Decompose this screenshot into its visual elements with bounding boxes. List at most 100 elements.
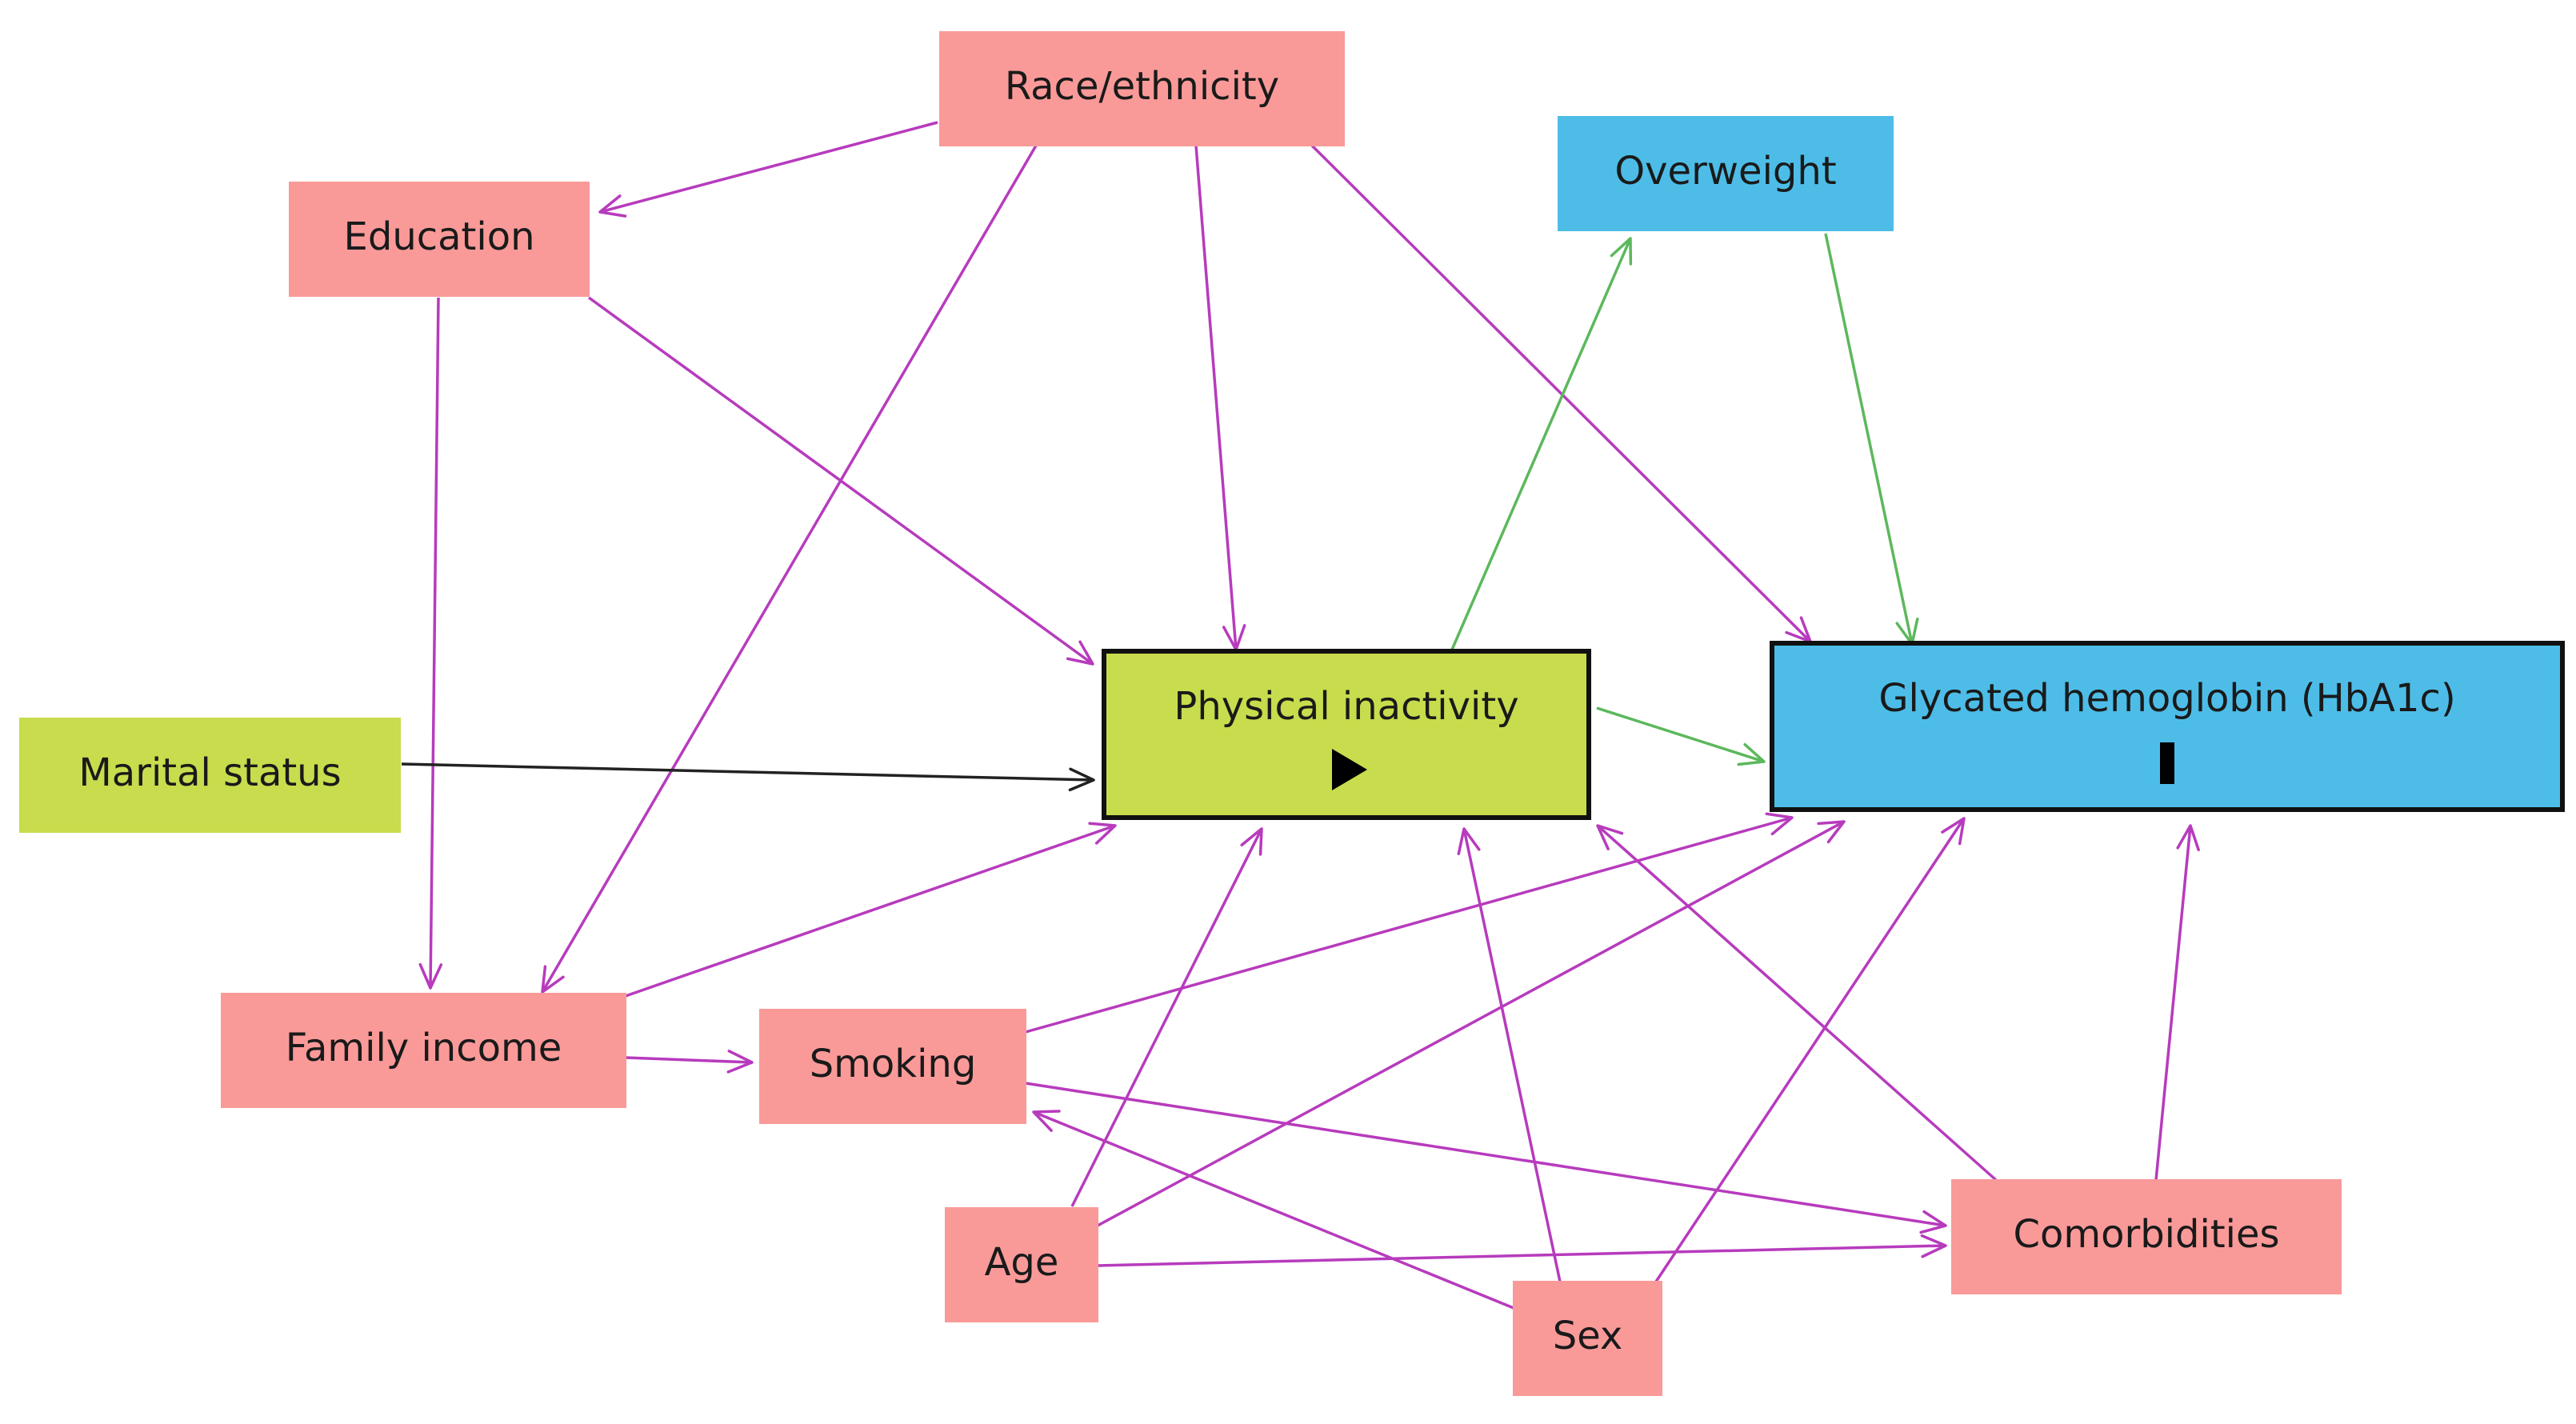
- arrow-line: [1824, 233, 1914, 645]
- node-box: [289, 182, 590, 297]
- edge-layer: [401, 121, 2200, 1310]
- arrow-income-to-smoking: [625, 1050, 754, 1074]
- node-box: [221, 993, 626, 1108]
- arrow-physical-to-overweight: [1450, 237, 1633, 650]
- arrow-sex-to-physical: [1457, 827, 1562, 1282]
- node-label: Education: [344, 214, 535, 259]
- arrow-line: [587, 296, 1094, 666]
- node-age: Age: [945, 1207, 1098, 1322]
- node-label: Race/ethnicity: [1005, 64, 1279, 109]
- arrow-income-to-physical: [625, 822, 1117, 998]
- arrow-sex-to-hba1c: [1654, 817, 1966, 1282]
- arrow-head-icon: [1068, 767, 1095, 792]
- arrow-head-icon: [1088, 822, 1117, 845]
- arrow-line: [1310, 144, 1812, 643]
- arrow-race-to-physical: [1194, 145, 1246, 651]
- arrow-line: [2154, 825, 2192, 1181]
- arrow-age-to-hba1c: [1097, 820, 1846, 1227]
- arrow-line: [1097, 1244, 1946, 1267]
- arrow-head-icon: [1610, 237, 1633, 266]
- arrow-head-icon: [1920, 1234, 1947, 1258]
- arrow-marital-to-physical: [401, 762, 1095, 792]
- arrow-comorbidities-to-hba1c: [2154, 824, 2200, 1181]
- arrow-head-icon: [1941, 817, 1966, 846]
- node-box: [19, 718, 401, 833]
- arrow-head-icon: [1765, 812, 1794, 836]
- arrow-line: [541, 145, 1038, 993]
- arrow-line: [1596, 706, 1765, 763]
- arrow-overweight-to-hba1c: [1824, 233, 1919, 646]
- arrow-head-icon: [598, 194, 627, 218]
- node-box: [939, 31, 1345, 146]
- arrow-comorbidities-to-physical: [1596, 824, 1998, 1182]
- node-label: Comorbidities: [2013, 1212, 2279, 1257]
- node-box: [1102, 649, 1591, 820]
- node-comorbidities: Comorbidities: [1951, 1179, 2342, 1294]
- arrow-age-to-physical: [1070, 827, 1263, 1207]
- node-label: Overweight: [1614, 149, 1836, 194]
- arrow-head-icon: [1596, 824, 1624, 850]
- node-box: [1951, 1179, 2342, 1294]
- arrow-line: [429, 297, 440, 989]
- arrow-line: [1194, 145, 1238, 650]
- node-label: Physical inactivity: [1174, 684, 1518, 729]
- node-box: [945, 1207, 1098, 1322]
- arrow-line: [1450, 238, 1632, 650]
- node-hba1c: Glycated hemoglobin (HbA1c): [1770, 641, 2565, 812]
- node-label: Family income: [286, 1026, 562, 1070]
- arrow-education-to-income: [418, 297, 443, 990]
- arrow-line: [1097, 820, 1845, 1227]
- arrow-head-icon: [418, 962, 443, 990]
- arrow-head-icon: [541, 965, 565, 994]
- arrow-sex-to-smoking: [1032, 1110, 1514, 1310]
- arrow-age-to-comorbidities: [1097, 1234, 1947, 1267]
- node-race: Race/ethnicity: [939, 31, 1345, 146]
- arrow-head-icon: [1240, 827, 1263, 856]
- node-label: Smoking: [810, 1042, 977, 1086]
- arrow-smoking-to-hba1c: [1025, 812, 1794, 1034]
- arrow-head-icon: [726, 1050, 754, 1074]
- node-education: Education: [289, 182, 590, 297]
- arrow-line: [599, 121, 938, 214]
- play-triangle-icon: [1332, 749, 1367, 790]
- arrow-line: [625, 1056, 753, 1064]
- vertical-bar-icon: [2160, 742, 2174, 784]
- node-box: [759, 1009, 1026, 1124]
- arrow-head-icon: [1066, 640, 1094, 666]
- arrow-head-icon: [2176, 824, 2200, 852]
- arrow-head-icon: [1817, 820, 1846, 844]
- node-physical: Physical inactivity: [1102, 649, 1591, 820]
- arrow-head-icon: [1737, 742, 1766, 766]
- arrow-education-to-physical: [587, 296, 1094, 666]
- arrow-smoking-to-comorbidities: [1025, 1082, 1947, 1234]
- node-sex: Sex: [1513, 1281, 1662, 1396]
- node-marital: Marital status: [19, 718, 401, 833]
- arrow-line: [1070, 828, 1263, 1207]
- node-overweight: Overweight: [1558, 116, 1894, 231]
- node-label: Glycated hemoglobin (HbA1c): [1878, 676, 2455, 721]
- arrow-line: [401, 762, 1094, 782]
- node-income: Family income: [221, 993, 626, 1108]
- node-box: [1558, 116, 1894, 231]
- arrow-race-to-income: [541, 145, 1038, 994]
- arrow-line: [1025, 816, 1793, 1034]
- arrow-line: [625, 824, 1116, 998]
- node-smoking: Smoking: [759, 1009, 1026, 1124]
- arrow-line: [1654, 818, 1966, 1282]
- arrow-line: [1033, 1110, 1514, 1310]
- arrow-head-icon: [1032, 1110, 1061, 1132]
- arrow-physical-to-hba1c: [1596, 706, 1766, 766]
- arrow-line: [1596, 824, 1998, 1182]
- arrow-race-to-education: [598, 121, 938, 218]
- node-label: Sex: [1553, 1314, 1623, 1358]
- node-box: [1770, 641, 2565, 812]
- arrow-line: [1462, 828, 1562, 1282]
- arrow-head-icon: [1457, 827, 1481, 856]
- node-label: Age: [985, 1240, 1059, 1285]
- node-box: [1513, 1281, 1662, 1396]
- arrow-line: [1025, 1082, 1946, 1227]
- arrow-head-icon: [1919, 1210, 1947, 1234]
- node-label: Marital status: [78, 750, 341, 795]
